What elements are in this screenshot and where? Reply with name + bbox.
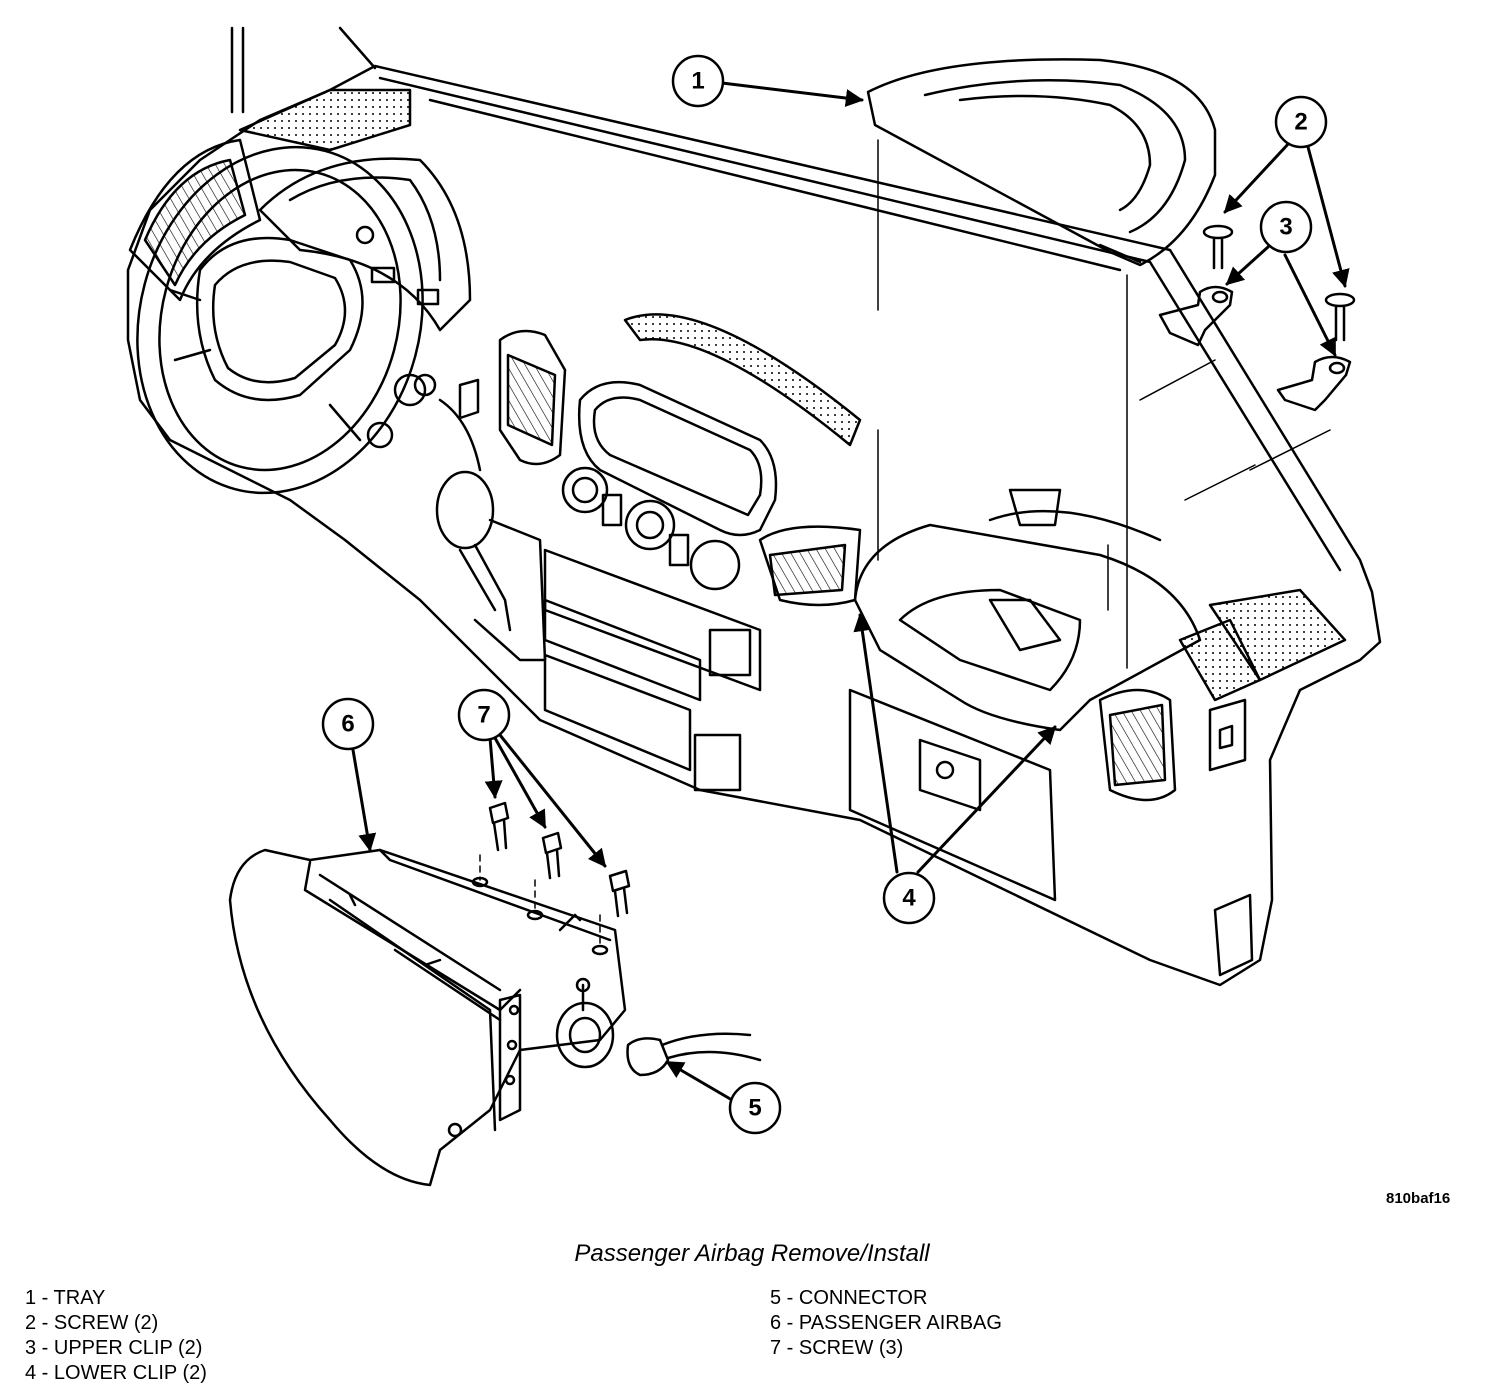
legend-item: 4 - LOWER CLIP (2)	[25, 1362, 207, 1384]
legend-item: 3 - UPPER CLIP (2)	[25, 1337, 203, 1359]
legend-item: 7 - SCREW (3)	[770, 1337, 904, 1359]
callout-3: 3	[1259, 200, 1313, 254]
callout-5: 5	[728, 1081, 782, 1135]
alignment-lines	[877, 139, 1331, 669]
callout-5-label: 5	[748, 1095, 761, 1122]
tray	[866, 58, 1217, 267]
callout-1-label: 1	[691, 68, 704, 95]
callout-7-label: 7	[477, 702, 490, 729]
passenger-airbag	[228, 848, 627, 1187]
leader-arrows	[351, 81, 1350, 1102]
tray-screw	[1202, 224, 1356, 342]
upper-clip	[1158, 285, 1352, 412]
callout-3-label: 3	[1279, 214, 1292, 241]
callout-6-label: 6	[341, 711, 354, 738]
legend-item: 2 - SCREW (2)	[25, 1312, 159, 1334]
legend-item: 6 - PASSENGER AIRBAG	[770, 1312, 1002, 1334]
callout-2-label: 2	[1294, 109, 1307, 136]
airbag-screw	[479, 801, 631, 946]
legend-item: 5 - CONNECTOR	[770, 1287, 928, 1309]
steering-wheel	[136, 145, 547, 662]
legend-left: 1 - TRAY 2 - SCREW (2) 3 - UPPER CLIP (2…	[25, 1286, 207, 1386]
dashboard-exploded-drawing: 1 2 3 4 5 6 7	[126, 26, 1382, 1187]
figure-caption: Passenger Airbag Remove/Install	[574, 1240, 930, 1267]
callout-1: 1	[671, 54, 725, 108]
callout-2: 2	[1274, 95, 1328, 149]
connector	[626, 1032, 762, 1077]
legend-item: 1 - TRAY	[25, 1287, 106, 1309]
figure-id: 810baf16	[1386, 1190, 1451, 1207]
callout-6: 6	[321, 697, 375, 751]
a-pillar	[230, 26, 377, 114]
callout-4: 4	[882, 871, 936, 925]
callout-7: 7	[457, 688, 511, 742]
instrument-panel	[126, 64, 1382, 987]
legend-right: 5 - CONNECTOR 6 - PASSENGER AIRBAG 7 - S…	[770, 1286, 1002, 1361]
callout-4-label: 4	[902, 885, 916, 912]
